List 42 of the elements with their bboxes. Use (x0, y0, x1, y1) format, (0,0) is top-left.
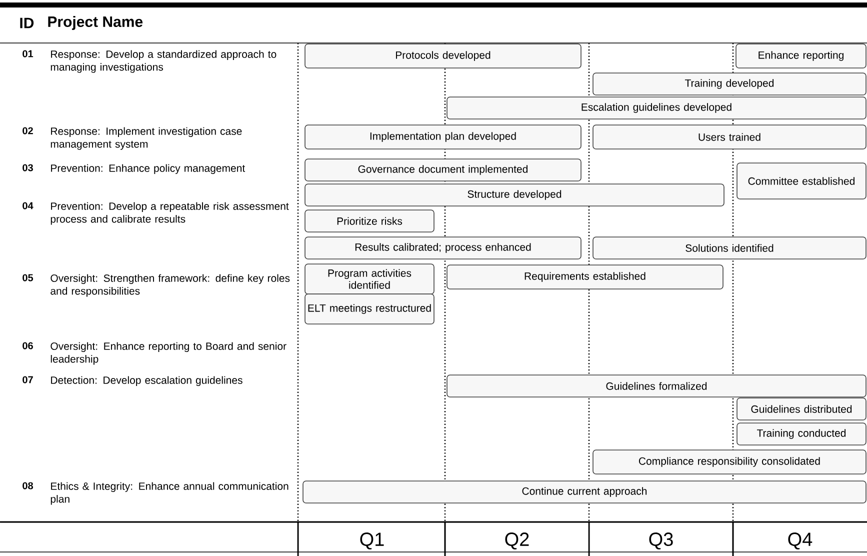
task-bar: Guidelines distributed (736, 398, 866, 420)
task-bar: Solutions identified (592, 236, 866, 260)
row-id: 05 (22, 274, 34, 282)
project-name: Ethics & Integrity: Enhance annual communication plan (50, 482, 288, 505)
row-id: 03 (22, 164, 33, 172)
task-bar: Protocols developed (304, 44, 582, 68)
row-id: 07 (22, 376, 33, 384)
task-bar: Continue current approach (302, 480, 866, 504)
task-bar: Training developed (592, 72, 866, 96)
project-name: Response: Implement investigation case management system (50, 127, 242, 150)
row-id: 08 (22, 482, 34, 490)
quarter-label: Q2 (505, 532, 529, 550)
task-bar: Escalation guidelines developed (446, 96, 866, 120)
column-header: ID (20, 18, 34, 28)
task-bar: Prioritize risks (304, 210, 434, 232)
project-name: Prevention: Develop a repeatable risk assessment process and calibrate results (50, 202, 289, 225)
task-bar: Enhance reporting (736, 44, 866, 68)
project-name: Response: Develop a standardized approach to managing investigations (50, 50, 276, 73)
quarter-label: Q4 (788, 532, 812, 550)
quarter-label: Q3 (649, 532, 673, 550)
task-bar: Requirements established (446, 264, 724, 290)
row-id: 01 (22, 50, 34, 58)
row-id: 04 (22, 202, 34, 210)
task-bar: Committee established (736, 162, 866, 200)
task-bar: Structure developed (304, 184, 724, 206)
row-id: 02 (22, 127, 33, 134)
task-bar: Results calibrated; process enhanced (304, 236, 582, 260)
task-bar: Compliance responsibility consolidated (592, 450, 866, 474)
quarter-label: Q1 (360, 532, 384, 550)
task-bar: Guidelines formalized (446, 374, 866, 398)
project-name: Oversight: Strengthen framework: define key roles and responsibilities (50, 274, 290, 297)
column-header: Project Name (48, 16, 143, 30)
project-name: Oversight: Enhance reporting to Board and senior leadership (50, 342, 286, 365)
project-name: Prevention: Enhance policy management (51, 164, 246, 174)
task-bar: Program activities identified (304, 264, 434, 294)
task-bar: Training conducted (736, 422, 866, 446)
project-name: Detection: Develop escalation guidelines (51, 376, 242, 386)
row-id: 06 (22, 342, 33, 350)
task-bar: Governance document implemented (304, 158, 582, 182)
task-bar: ELT meetings restructured (304, 294, 434, 324)
task-bar: Implementation plan developed (304, 124, 582, 150)
task-bar: Users trained (592, 124, 866, 150)
